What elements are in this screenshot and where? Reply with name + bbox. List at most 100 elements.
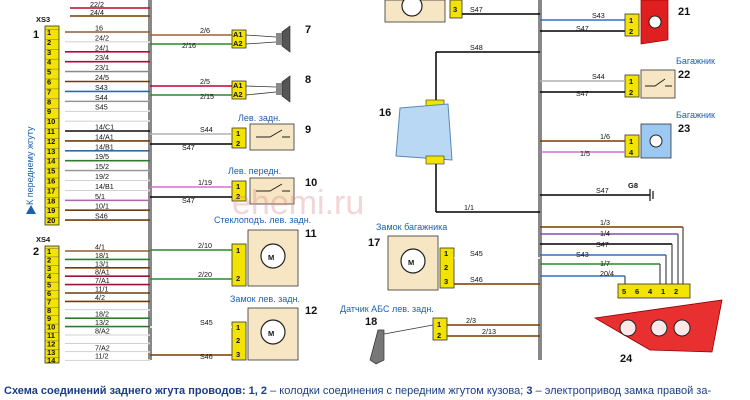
connector2-pin-number: 10 [47, 323, 55, 332]
speaker7-wire-label-1: 2/6 [200, 26, 210, 35]
connector1-pin-number: 11 [47, 127, 55, 136]
connector2-number: 2 [33, 246, 39, 258]
speaker8-lead-1 [245, 85, 277, 88]
motor11-wire-label-2: 2/20 [198, 270, 212, 279]
motor3-pin: 3 [453, 5, 457, 14]
comp21-pin-1: 1 [629, 16, 633, 25]
connector1-pin-number: 5 [47, 68, 51, 77]
motor12-wire-label-2: S46 [200, 352, 213, 361]
motor17-icon [400, 248, 426, 274]
speaker8-lead-2 [245, 91, 277, 96]
switch10-number: 10 [305, 177, 317, 189]
connector2-wire-label: 8/A2 [95, 327, 110, 336]
connector1-wire-label: 14/B1 [95, 142, 114, 151]
switch22-pin-1: 1 [629, 77, 633, 86]
motor12-wire-label-1: S45 [200, 318, 213, 327]
taillight24-wire-label-4: S43 [576, 250, 589, 259]
connector1-pin-number: 15 [47, 167, 55, 176]
connector1-wire-label: S45 [95, 103, 108, 112]
lamp23-number: 23 [678, 123, 690, 135]
speaker7-icon [281, 25, 291, 53]
motor17-pin-2: 2 [444, 263, 448, 272]
watermark: ehemi.ru [232, 184, 364, 222]
taillight24-wire-label-2: 1/4 [600, 229, 610, 238]
connector1-pin-number: 4 [47, 58, 52, 67]
connector2-pin-number: 7 [47, 297, 51, 306]
motor17-wire-label-1: S45 [470, 249, 483, 258]
taillight24-lamp-2-icon [650, 319, 668, 337]
sensor18-pin-2: 2 [437, 331, 441, 340]
connector2-body [44, 245, 60, 364]
motor3-icon [401, 0, 423, 17]
switch22-pin-2: 2 [629, 88, 633, 97]
sensor18-pin-1: 1 [437, 320, 441, 329]
motor11-connector [231, 243, 247, 287]
switch9-label: Лев. задн. [238, 113, 281, 123]
taillight24-drops [624, 227, 684, 284]
connector2-wire-label: 11/2 [95, 352, 108, 361]
speaker7-number: 7 [305, 24, 311, 36]
connector2-wire-label: 4/1 [95, 243, 105, 252]
caption-nums-a: 1, 2 [246, 385, 270, 397]
taillight24-wire-label-6: 20/4 [600, 269, 614, 278]
taillight24-pin: 5 [622, 287, 626, 296]
ground8-wire-label: S47 [596, 186, 609, 195]
connector1-pin-number: 17 [47, 186, 55, 195]
connector1-wire-label: 5/1 [95, 192, 105, 201]
motor17-pin-1: 1 [444, 249, 448, 258]
connector2-pin-number: 12 [47, 339, 55, 348]
switch22-wire-label-2: S47 [576, 89, 589, 98]
taillight24-lamp-3-icon [673, 319, 691, 337]
connector1-wire-label: S46 [95, 212, 108, 221]
connector2-pin-number: 6 [47, 289, 51, 298]
motor17-m-glyph: M [408, 258, 414, 267]
sensor18-wire-label-1: 2/3 [466, 316, 476, 325]
speaker8-pin-2: A2 [233, 90, 243, 99]
motor11-pin-1: 1 [236, 246, 240, 255]
comp21-wire-label-1: S43 [592, 11, 605, 20]
caption-nums-b: 3 [526, 385, 532, 397]
connector2-wire-label: 11/1 [95, 285, 108, 294]
motor12-m-glyph: M [268, 329, 274, 338]
switch22-number: 22 [678, 69, 690, 81]
speaker7-pin-1: A1 [233, 30, 243, 39]
switch22-symbol [645, 78, 672, 87]
switch9-connector [231, 127, 247, 149]
motor3-connector [449, 0, 463, 19]
connector1-wire-label: 23/4 [95, 53, 109, 62]
connector2-pin-number: 1 [47, 247, 51, 256]
switch10-symbol [256, 183, 290, 192]
connector1-wire-label: 14/A1 [95, 132, 114, 141]
lamp23-wire-label-1: 1/6 [600, 132, 610, 141]
caption: Схема соединений заднего жгута проводов:… [4, 385, 711, 397]
motor11-icon [260, 243, 286, 269]
connector1-wire-label: 14/B1 [95, 182, 114, 191]
motor11-m-glyph: M [268, 253, 274, 262]
switch10-pin-2: 2 [236, 192, 240, 201]
speaker7-wire-label-2: 2/16 [182, 41, 196, 50]
taillight24-number: 24 [620, 353, 633, 365]
connector2-pin-number: 2 [47, 255, 51, 264]
connector2-pin-number: 14 [47, 356, 56, 365]
lamp23-pin-1: 1 [629, 137, 633, 146]
motor17-pin-3: 3 [444, 277, 448, 286]
connector2-pin-number: 4 [47, 272, 52, 281]
switch9-number: 9 [305, 124, 311, 136]
switch22-label: Багажник [676, 56, 715, 66]
switch10-pin-1: 1 [236, 182, 240, 191]
taillight24-lamp-1-icon [619, 319, 637, 337]
ground8-label: G8 [628, 181, 638, 190]
comp21-number: 21 [678, 6, 690, 18]
motor12-label: Замок лев. задн. [230, 294, 300, 304]
speaker8-connector [231, 80, 247, 100]
connector2-pin-number: 11 [47, 331, 55, 340]
motor12-pin-3: 3 [236, 350, 240, 359]
lamp23-connector [624, 134, 640, 158]
connector1-wire-label: 15/2 [95, 162, 109, 171]
speaker8-pin-1: A1 [233, 81, 243, 90]
motor12-pin-1: 1 [236, 323, 240, 332]
switch9-symbol [256, 129, 290, 138]
connector1-wire-label: S43 [95, 83, 108, 92]
